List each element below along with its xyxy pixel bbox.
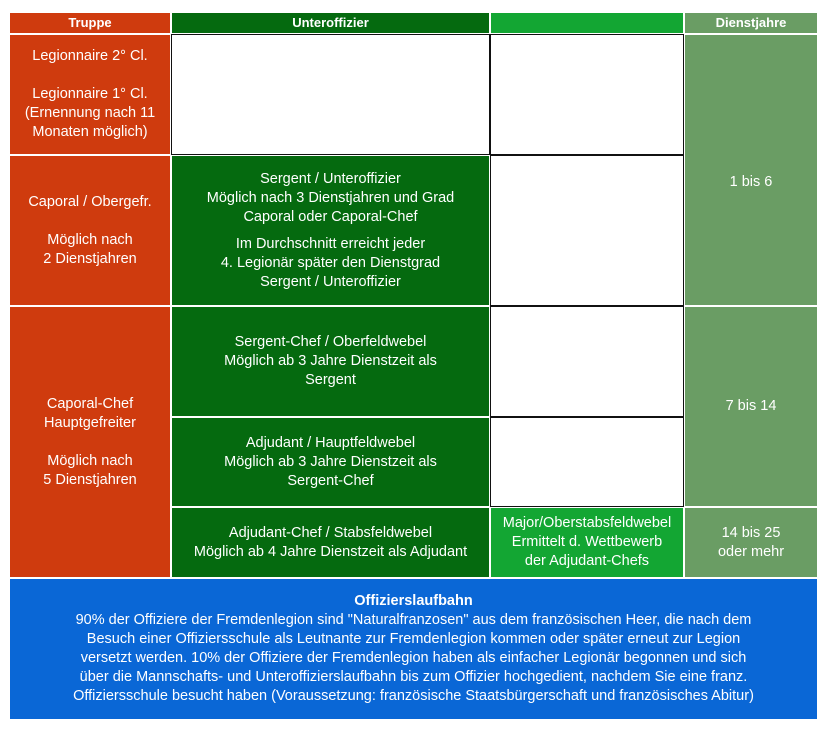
col3-empty-cell-1	[490, 34, 684, 155]
truppe-text: 5 Dienstjahren	[43, 471, 137, 488]
sergent-chef-text: Sergent	[305, 372, 356, 388]
adjudant-chef-text: Adjudant-Chef / Stabsfeldwebel	[228, 524, 433, 541]
unteroffizier-adjudant-cell: Adjudant / Hauptfeldwebel Möglich ab 3 J…	[171, 417, 490, 507]
col3-empty-cell-4	[490, 417, 684, 507]
header-truppe-label: Truppe	[68, 15, 112, 30]
adjudant-text: Möglich ab 3 Jahre Dienstzeit als	[224, 453, 437, 470]
truppe-text: Caporal / Obergefr.	[28, 193, 152, 210]
officers-text: 90% der Offiziere der Fremdenlegion sind…	[75, 612, 752, 628]
sergent-text: 4. Legionär später den Dienstgrad	[220, 254, 441, 271]
sergent-text: Sergent / Unteroffizier	[260, 170, 401, 187]
sergent-text: Möglich nach 3 Dienstjahren und Grad	[206, 189, 455, 206]
adjudant-text: Adjudant / Hauptfeldwebel	[245, 434, 416, 451]
unteroffizier-adjudant-chef-cell: Adjudant-Chef / Stabsfeldwebel Möglich a…	[171, 507, 490, 578]
major-text: der Adjudant-Chefs	[524, 553, 650, 569]
truppe-caporal-chef-cell: Caporal-Chef Hauptgefreiter Möglich nach…	[9, 306, 171, 578]
header-unteroffizier-label: Unteroffizier	[292, 15, 369, 30]
truppe-text: 2 Dienstjahren	[43, 250, 137, 267]
major-text: Ermittelt d. Wettbewerb	[511, 534, 663, 550]
col3-empty-cell-3	[490, 306, 684, 417]
unteroffizier-sergent-chef-cell: Sergent-Chef / Oberfeldwebel Möglich ab …	[171, 306, 490, 417]
sergent-text: Sergent / Unteroffizier	[260, 273, 401, 290]
dienstjahre-range-3: 14 bis 25 oder mehr	[684, 507, 818, 578]
header-dienstjahre-label: Dienstjahre	[715, 15, 787, 30]
dienstjahre-range-1: 1 bis 6	[684, 34, 818, 306]
sergent-chef-text: Möglich ab 3 Jahre Dienstzeit als	[224, 353, 437, 369]
dienstjahre-text: 14 bis 25	[721, 524, 781, 541]
header-truppe: Truppe	[9, 12, 171, 34]
col3-empty-cell-2	[490, 155, 684, 306]
sergent-text: Im Durchschnitt erreicht jeder	[235, 235, 426, 252]
truppe-caporal-cell: Caporal / Obergefr. Möglich nach 2 Diens…	[9, 155, 171, 306]
dienstjahre-text: oder mehr	[717, 543, 785, 560]
unteroffizier-sergent-cell: Sergent / Unteroffizier Möglich nach 3 D…	[171, 155, 490, 306]
major-text: Major/Oberstabsfeldwebel	[502, 515, 672, 531]
adjudant-text: Sergent-Chef	[287, 472, 374, 489]
unteroffizier-empty-cell	[171, 34, 490, 155]
adjudant-chef-text: Möglich ab 4 Jahre Dienstzeit als Adjuda…	[193, 543, 468, 560]
officers-section: Offizierslaufbahn 90% der Offiziere der …	[9, 578, 818, 720]
header-col3	[490, 12, 684, 34]
truppe-text: Hauptgefreiter	[44, 414, 136, 431]
header-unteroffizier: Unteroffizier	[171, 12, 490, 34]
truppe-text: Legionnaire 1° Cl.	[32, 86, 148, 102]
dienstjahre-text: 1 bis 6	[729, 174, 773, 190]
truppe-legionnaire-cell: Legionnaire 2° Cl. Legionnaire 1° Cl. (E…	[9, 34, 171, 155]
truppe-text: Legionnaire 2° Cl.	[32, 48, 148, 64]
officers-text: über die Mannschafts- und Unteroffiziers…	[79, 669, 748, 685]
dienstjahre-range-2: 7 bis 14	[684, 306, 818, 507]
truppe-text: Caporal-Chef	[46, 395, 134, 412]
dienstjahre-text: 7 bis 14	[725, 398, 777, 414]
major-cell: Major/Oberstabsfeldwebel Ermittelt d. We…	[490, 507, 684, 578]
truppe-text: Möglich nach	[47, 452, 133, 469]
truppe-text: Möglich nach	[47, 231, 133, 248]
sergent-text: Caporal oder Caporal-Chef	[243, 208, 418, 225]
officers-title: Offizierslaufbahn	[354, 593, 473, 609]
officers-text: versetzt werden. 10% der Offiziere der F…	[80, 650, 747, 666]
header-dienstjahre: Dienstjahre	[684, 12, 818, 34]
officers-text: Besuch einer Offiziersschule als Leutnan…	[86, 631, 741, 647]
sergent-chef-text: Sergent-Chef / Oberfeldwebel	[234, 334, 427, 350]
truppe-text: (Ernennung nach 11	[24, 105, 156, 121]
truppe-text: Monaten möglich)	[32, 124, 148, 140]
officers-text: Offiziersschule besucht haben (Vorausset…	[73, 688, 754, 704]
